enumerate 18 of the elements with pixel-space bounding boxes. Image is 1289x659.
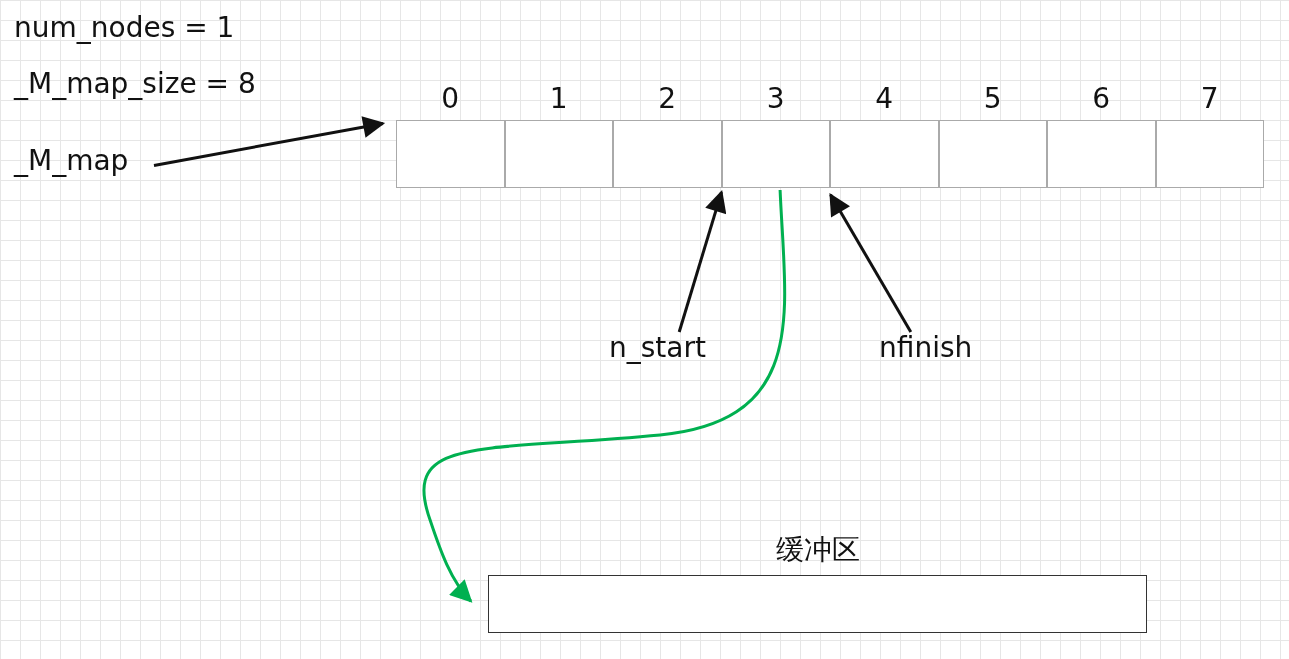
pointer-label: _M_map: [14, 147, 129, 175]
index-number: 3: [766, 85, 785, 113]
index-number: 6: [1092, 85, 1111, 113]
index-number: 2: [658, 85, 677, 113]
index-number: 7: [1200, 85, 1219, 113]
variable-label: _M_map_size = 8: [14, 70, 256, 98]
index-number: 1: [549, 85, 568, 113]
arrow: [829, 192, 913, 333]
arrow: [153, 116, 386, 167]
arrow: [677, 189, 727, 333]
pointer-label: n_start: [609, 334, 706, 362]
buffer-title: 缓冲区: [775, 536, 860, 564]
variable-label: num_nodes = 1: [14, 14, 235, 42]
index-number: 0: [441, 85, 460, 113]
arrow: [422, 189, 787, 603]
index-number: 4: [875, 85, 894, 113]
pointer-label: nfinish: [879, 334, 973, 362]
index-number: 5: [983, 85, 1002, 113]
